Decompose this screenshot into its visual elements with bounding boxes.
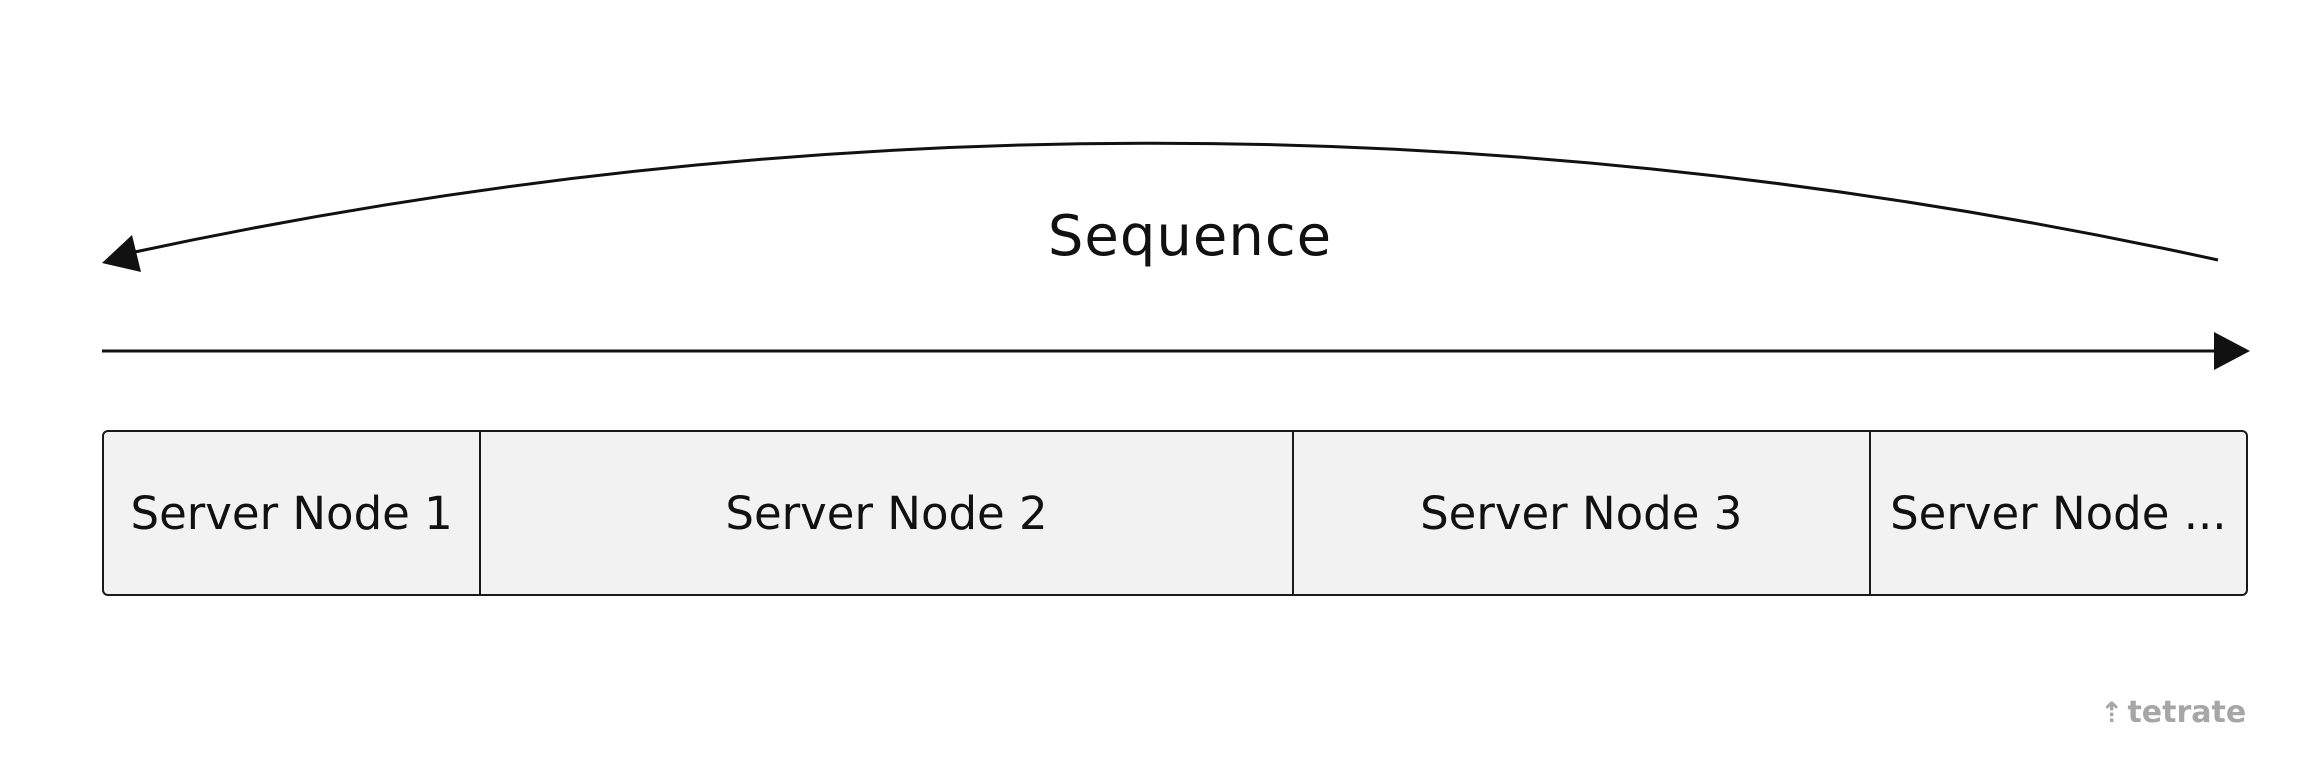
server-node-more: Server Node ... bbox=[1890, 486, 2227, 540]
curved-return-arrow bbox=[129, 141, 2219, 262]
server-node-1: Server Node 1 bbox=[104, 432, 482, 594]
curved-arrow-head bbox=[102, 235, 141, 272]
straight-arrow-head bbox=[2214, 332, 2250, 370]
tetrate-logo: ⇡ tetrate bbox=[2100, 692, 2246, 732]
tetrate-logo-text: tetrate bbox=[2127, 694, 2247, 730]
server-node-3: Server Node 3 bbox=[1294, 432, 1871, 594]
tetrate-logo-icon: ⇡ bbox=[2100, 695, 2124, 729]
sequence-label: Sequence bbox=[1047, 204, 1333, 269]
server-nodes-row: Server Node 1 Server Node 2 Server Node … bbox=[102, 430, 2248, 596]
server-node-2: Server Node 2 bbox=[481, 432, 1294, 594]
